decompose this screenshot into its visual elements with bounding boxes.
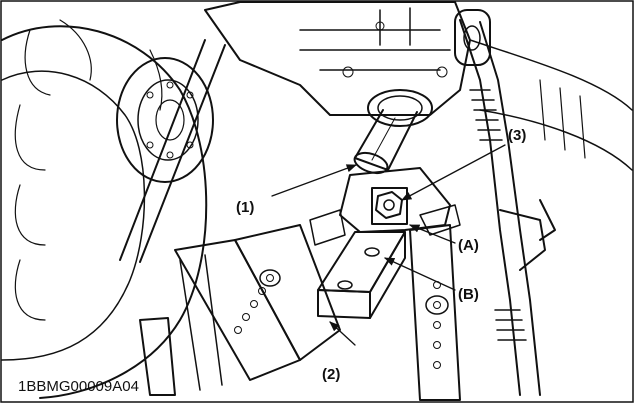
- callout-label-a: (A): [458, 237, 479, 254]
- callout-label-b: (B): [458, 286, 479, 303]
- spacer-block: [317, 231, 406, 319]
- transmission-housing: [204, 1, 633, 171]
- callout-label-2: (2): [322, 366, 340, 383]
- callout-label-3: (3): [508, 127, 526, 144]
- rear-tire: [1, 19, 208, 399]
- wheel-hub: [116, 57, 214, 183]
- callout-label-1: (1): [236, 199, 254, 216]
- lower-link-left: [139, 224, 341, 396]
- lift-rods: [119, 9, 556, 396]
- pto-shaft: [353, 89, 433, 175]
- callout-leaders: [271, 144, 506, 346]
- image-code: 1BBMG00009A04: [18, 378, 139, 395]
